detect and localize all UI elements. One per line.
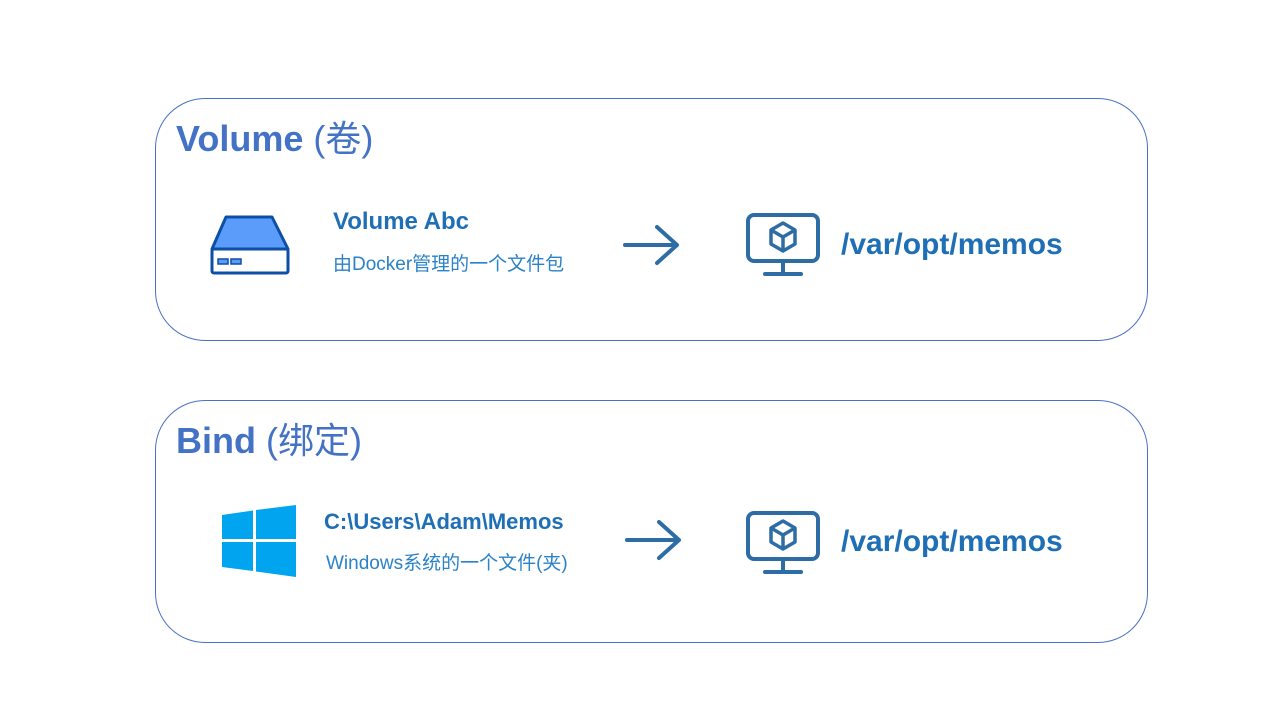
bind-target-path: /var/opt/memos bbox=[841, 525, 1063, 558]
bind-title-suffix: (绑定) bbox=[266, 420, 362, 461]
bind-panel-title: Bind (绑定) bbox=[176, 419, 362, 463]
volume-panel-title: Volume (卷) bbox=[176, 117, 373, 161]
arrow-right-icon bbox=[623, 225, 679, 265]
volume-title: Volume bbox=[176, 118, 304, 159]
container-monitor-icon bbox=[746, 213, 820, 276]
bind-panel: Bind (绑定) C:\Users\Adam\Memos Windows系统的… bbox=[155, 400, 1148, 643]
volume-title-suffix: (卷) bbox=[313, 118, 374, 159]
hard-drive-icon bbox=[210, 215, 290, 275]
volume-panel: Volume (卷) Volume Abc 由Docker管理的一个文件包 /v… bbox=[155, 98, 1148, 341]
bind-source-name: C:\Users\Adam\Memos bbox=[324, 509, 564, 534]
container-monitor-icon bbox=[746, 511, 820, 574]
bind-title: Bind bbox=[176, 420, 256, 461]
bind-source-description: Windows系统的一个文件(夹) bbox=[326, 553, 568, 574]
volume-source-description: 由Docker管理的一个文件包 bbox=[333, 254, 565, 275]
arrow-right-icon bbox=[625, 520, 681, 560]
volume-source-name: Volume Abc bbox=[333, 208, 470, 235]
volume-target-path: /var/opt/memos bbox=[841, 228, 1063, 261]
windows-logo-icon bbox=[222, 505, 296, 577]
